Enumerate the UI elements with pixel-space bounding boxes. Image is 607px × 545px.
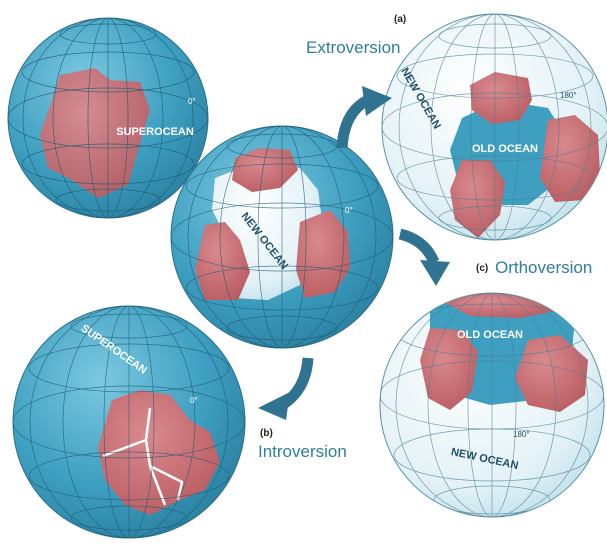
- meridian-0-label: 0°: [345, 206, 353, 215]
- orthoversion-caption: Orthoversion: [495, 258, 592, 278]
- old-ocean-label: OLD OCEAN: [472, 143, 538, 155]
- arrow-to-extroversion: [342, 100, 368, 148]
- meridian-0-label: 0°: [188, 97, 196, 106]
- panel-a-letter: (a): [394, 14, 406, 25]
- old-ocean-label: OLD OCEAN: [457, 329, 523, 341]
- panel-c-letter: (c): [476, 263, 488, 274]
- globe-extroversion: NEW OCEAN OLD OCEAN 180°: [382, 14, 607, 240]
- globe-new-ocean-center: NEW OCEAN 0°: [171, 126, 393, 348]
- meridian-180-label: 180°: [560, 91, 577, 100]
- extroversion-caption: Extroversion: [306, 38, 400, 58]
- meridian-180-label: 180°: [513, 430, 530, 439]
- globe-introversion: SUPEROCEAN 0°: [13, 306, 245, 538]
- panel-b-letter: (b): [260, 428, 273, 439]
- globe-superocean-start: SUPEROCEAN 0°: [8, 18, 208, 218]
- meridian-0-label: 0°: [190, 396, 198, 405]
- superocean-label: SUPEROCEAN: [116, 126, 194, 138]
- arrowhead-orthoversion: [420, 260, 450, 286]
- arrow-to-orthoversion: [400, 234, 434, 262]
- arrowhead-introversion: [258, 392, 290, 420]
- globe-orthoversion: OLD OCEAN NEW OCEAN 180°: [380, 292, 604, 517]
- introversion-caption: Introversion: [258, 442, 347, 462]
